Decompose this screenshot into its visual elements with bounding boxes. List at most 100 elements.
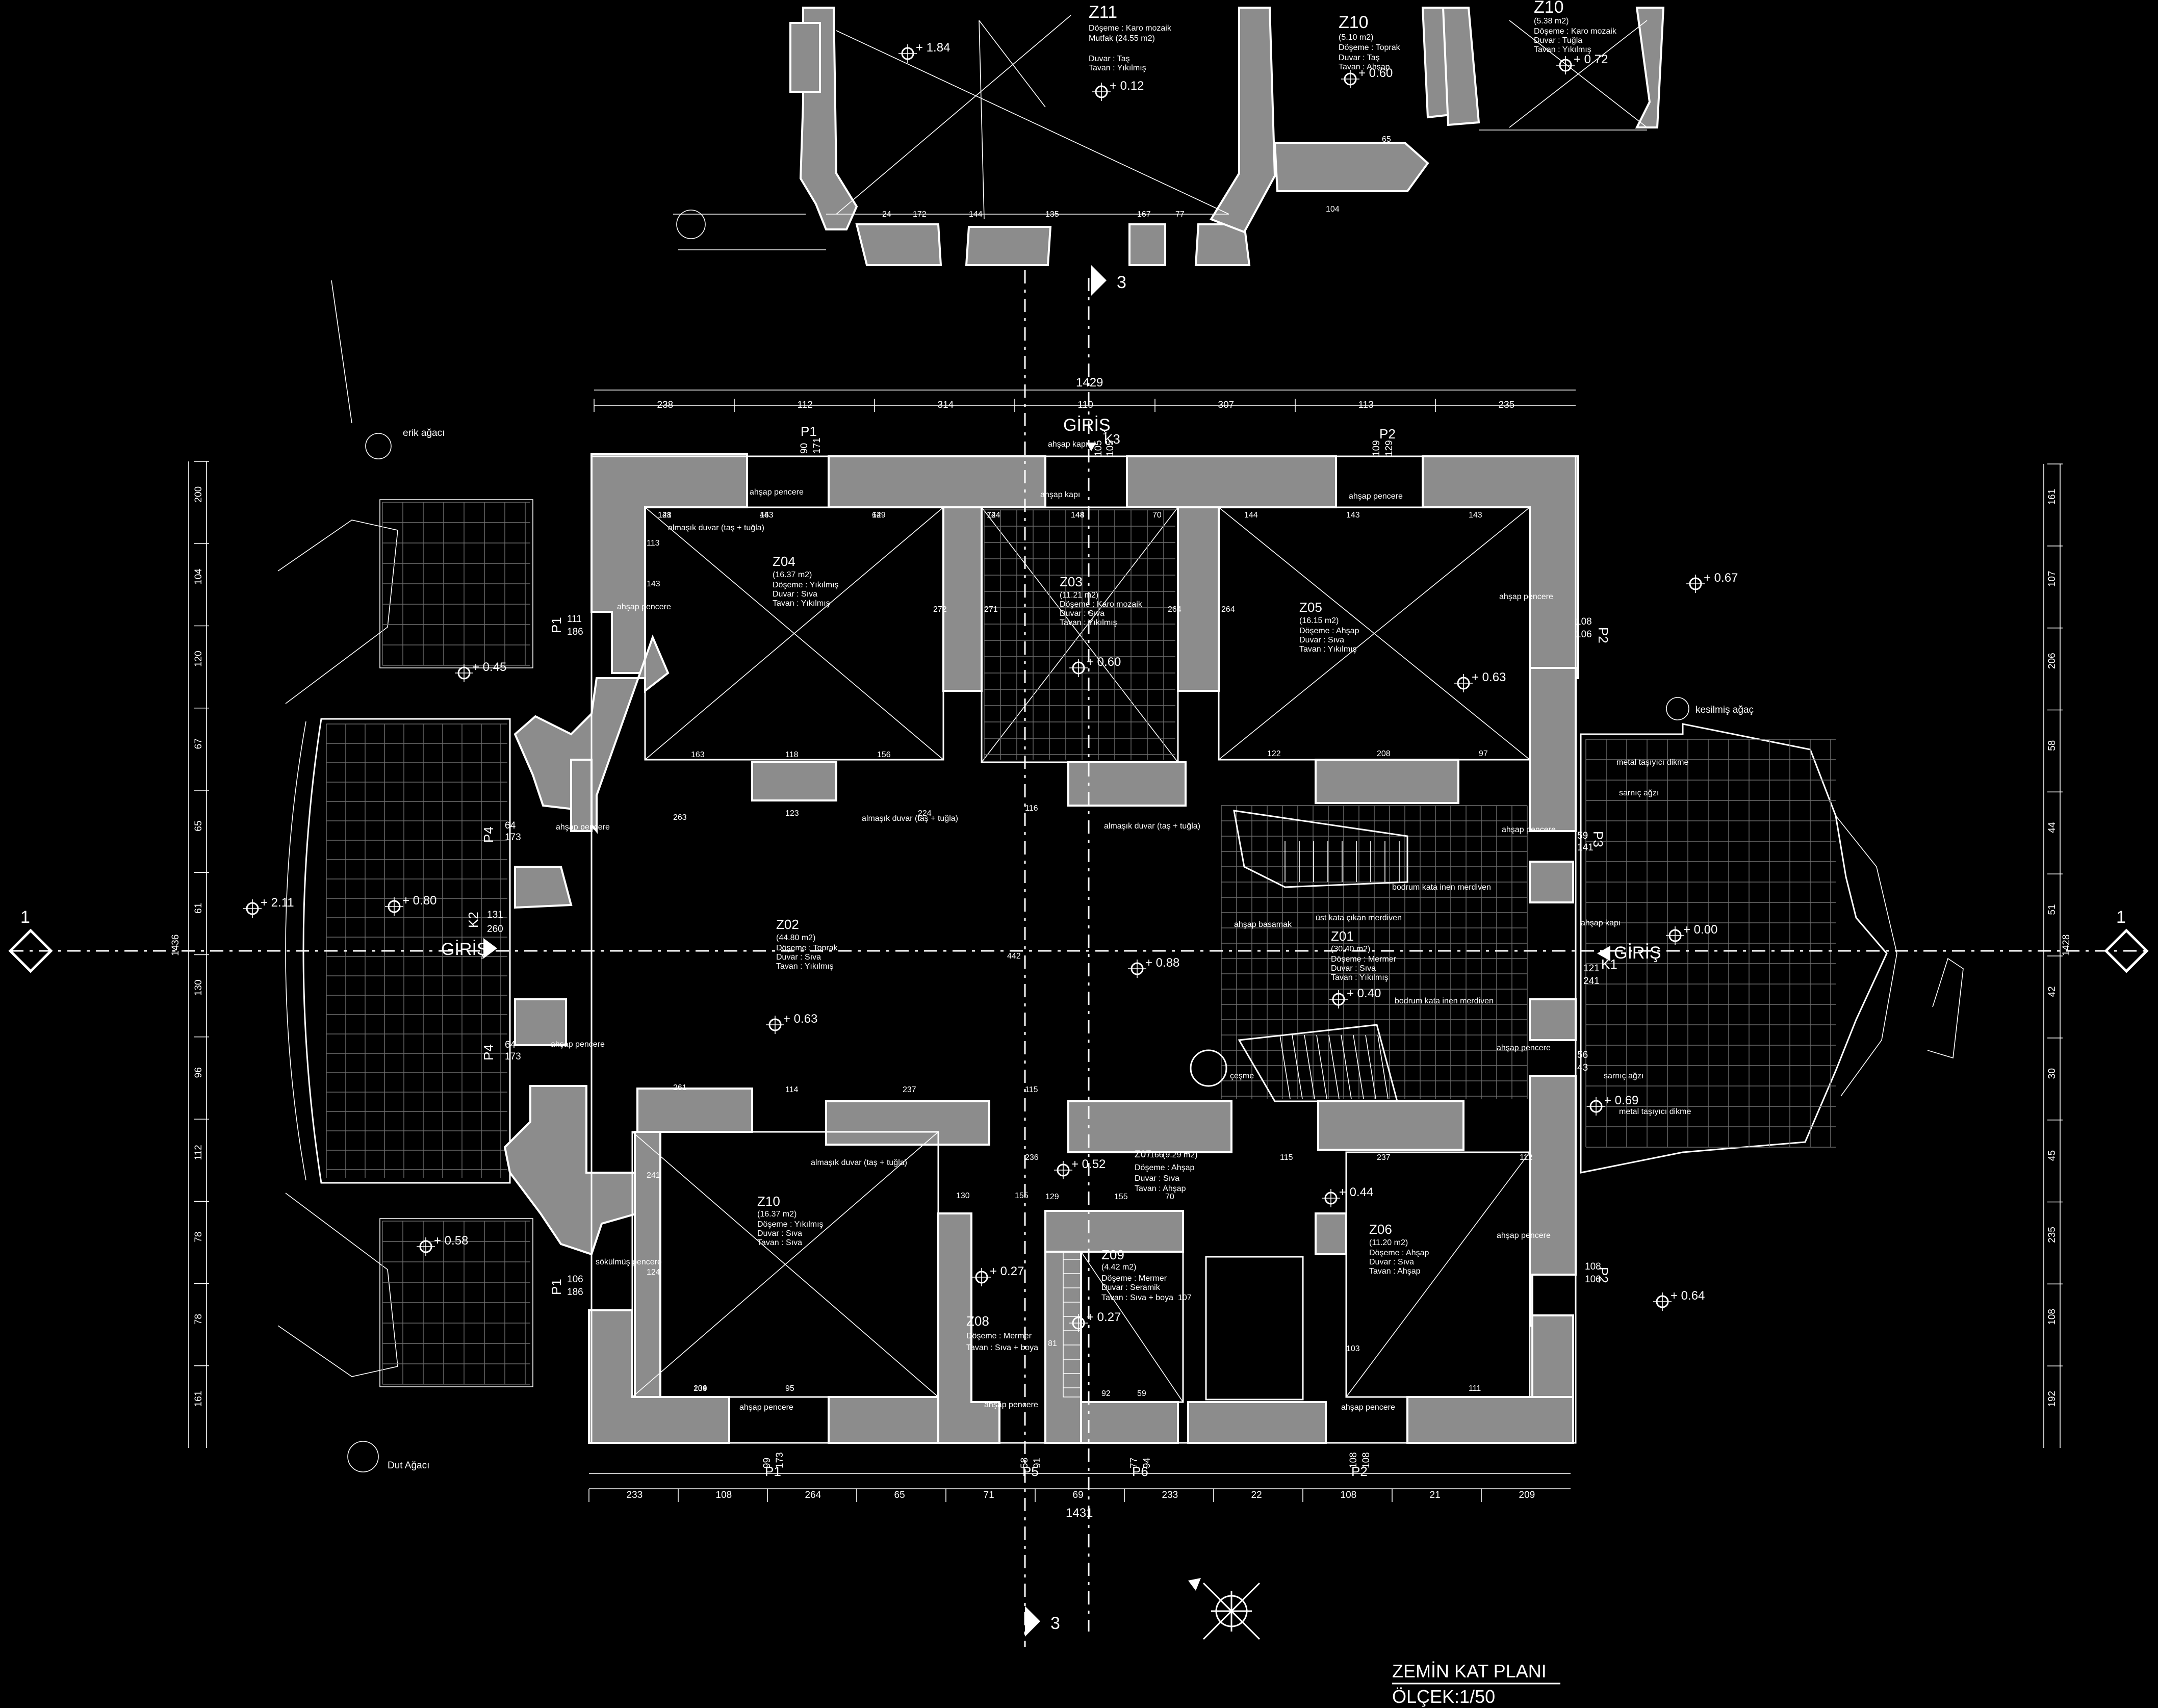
room-wall: Duvar : Sıva xyxy=(1299,636,1344,644)
wall-type-note: almaşık duvar (taş + tuğla) xyxy=(811,1158,907,1167)
opening-height: 108 xyxy=(1361,1452,1372,1468)
opening-code: P6 xyxy=(1132,1464,1148,1479)
room-label: Z02 xyxy=(776,917,799,932)
room-wall: Duvar : Sıva xyxy=(1369,1258,1414,1266)
dimension-value: 161 xyxy=(2047,489,2058,505)
room-dimension: 124 xyxy=(647,1268,660,1277)
elevation-value: + 0.80 xyxy=(402,894,436,908)
opening-height: 141 xyxy=(1577,842,1594,853)
dimension-value: 42 xyxy=(2047,986,2058,997)
room-label: Z06 xyxy=(1369,1222,1392,1237)
room-dimension: 70 xyxy=(1152,511,1162,520)
room-label: Z10 xyxy=(757,1194,780,1209)
window-note: ahşap pencere xyxy=(1341,1403,1395,1412)
room-dimension: 92 xyxy=(1101,1389,1111,1398)
room-ceiling-z10-small: Tavan : Yıkılmış xyxy=(1534,45,1591,54)
room-ceiling: Tavan : Ahşap xyxy=(1135,1184,1186,1193)
room-dimension: 135 xyxy=(1045,210,1059,219)
window-note: ahşap pencere xyxy=(1497,1231,1551,1240)
elevation-value: + 0.52 xyxy=(1071,1157,1106,1171)
opening-width: 99 xyxy=(762,1458,773,1468)
elevation-marker: + 0.67 xyxy=(1686,571,1738,593)
room-wall: Duvar : Sıva xyxy=(1135,1174,1179,1183)
opening-width: 105 xyxy=(1093,440,1104,456)
opening-height: 105 xyxy=(1105,440,1116,456)
room-dimension: 204 xyxy=(693,1384,707,1393)
room-dimension: 149 xyxy=(872,511,886,520)
opening-width: 59 xyxy=(1577,831,1588,841)
room-extra-z11: Mutfak (24.55 m2) xyxy=(1089,34,1155,43)
metal-post-label-bottom: metal taşıyıcı dikme xyxy=(1619,1107,1691,1116)
opening-width: 56 xyxy=(1577,1050,1588,1060)
room-ceiling: Tavan : Yıkılmış xyxy=(1299,645,1357,654)
room-dimension: 114 xyxy=(785,1085,799,1094)
window-note: ahşap pencere xyxy=(750,488,804,497)
door-note: ahşap kapı xyxy=(1040,490,1080,499)
door-tag-k2: K2 xyxy=(466,912,481,928)
room-dimension: 123 xyxy=(785,809,799,818)
room-wall: Duvar : Sıva xyxy=(773,590,817,599)
dimension-value: 314 xyxy=(938,400,954,410)
section-mark-right: 1 xyxy=(2116,908,2126,927)
dimension-value: 112 xyxy=(193,1145,204,1160)
opening-width: 108 xyxy=(1585,1261,1601,1272)
door-note: ahşap kapı xyxy=(1581,919,1621,927)
room-floor: Döşeme : Yıkılmış xyxy=(757,1220,824,1229)
opening-code: P3 xyxy=(1590,831,1606,847)
room-label: Z07 xyxy=(1135,1149,1151,1160)
room-dimension: 116 xyxy=(1025,804,1038,813)
door-note: ahşap kapı xyxy=(1048,440,1088,449)
entrance-top-label: GİRİŞ xyxy=(1063,416,1111,435)
dimension-value: 61 xyxy=(193,903,204,914)
room-wall: Duvar : Seramik xyxy=(1101,1283,1161,1292)
removed-window-note: sökülmüş pencere xyxy=(596,1258,662,1266)
room-dimension: 144 xyxy=(1071,511,1085,520)
room-z08: Z08 Döşeme : Mermer Tavan : Sıva + boya xyxy=(966,1313,1038,1352)
opening-code: P2 xyxy=(1379,426,1396,442)
room-z03: Z03 (11.21 m2) Döşeme : Karo mozaik Duva… xyxy=(1060,574,1143,627)
window-note: ahşap pencere xyxy=(984,1401,1038,1409)
dimension-value: 21 xyxy=(1430,1490,1441,1500)
room-floor: Döşeme : Mermer xyxy=(1101,1274,1167,1283)
z01-floor-tiles xyxy=(1221,805,1528,1099)
opening-width: 64 xyxy=(505,820,516,831)
dimension-value: 235 xyxy=(2047,1227,2058,1243)
wall-type-note: almaşık duvar (taş + tuğla) xyxy=(862,814,958,823)
cut-tree-label: kesilmiş ağaç xyxy=(1695,705,1754,715)
room-dimension: 139 xyxy=(693,1384,707,1393)
room-dimension: 62 xyxy=(872,511,881,520)
room-dimension: 272 xyxy=(933,605,947,614)
room-z05: Z05 (16.15 m2) Döşeme : Ahşap Duvar : Sı… xyxy=(1299,600,1359,654)
room-floor: Döşeme : Ahşap xyxy=(1369,1249,1429,1257)
room-floor-z11: Döşeme : Karo mozaik xyxy=(1089,24,1172,33)
opening-height: 260 xyxy=(487,924,503,935)
room-label: Z04 xyxy=(773,554,795,569)
room-interiors xyxy=(631,506,1531,1403)
opening-height: 241 xyxy=(1583,976,1600,987)
dimension-value: 104 xyxy=(193,568,204,585)
room-dimension: 144 xyxy=(1244,511,1258,520)
opening-width: 109 xyxy=(1371,440,1382,456)
opening-code: P1 xyxy=(549,617,564,633)
room-area-z10-small: (5.38 m2) xyxy=(1534,17,1569,25)
room-floor: Döşeme : Mermer xyxy=(966,1332,1032,1340)
opening-height: 171 xyxy=(812,437,823,454)
room-dimension: 208 xyxy=(1377,749,1391,758)
right-terrace-tiles xyxy=(1585,739,1836,1148)
dimension-value: 264 xyxy=(805,1490,821,1500)
room-z09: Z09 (4.42 m2) Döşeme : Mermer Duvar : Se… xyxy=(1101,1247,1173,1302)
opening-height: 94 xyxy=(1142,1457,1152,1468)
dimension-total: 1428 xyxy=(2061,935,2072,956)
right-entrance-arrow-icon xyxy=(1597,946,1610,961)
room-dimension: 95 xyxy=(785,1384,794,1393)
dimension-value: 67 xyxy=(193,738,204,749)
room-dimension: 107 xyxy=(1178,1293,1192,1302)
room-dimension: 148 xyxy=(658,511,672,520)
room-wall: Duvar : Sıva xyxy=(1331,964,1376,973)
dimension-value: 44 xyxy=(2047,822,2058,833)
room-dimension: 81 xyxy=(1048,1339,1057,1348)
room-wall: Duvar : Sıva xyxy=(776,953,821,962)
elevation-value: + 0.40 xyxy=(1347,987,1381,1000)
dimension-value: 65 xyxy=(894,1490,905,1500)
